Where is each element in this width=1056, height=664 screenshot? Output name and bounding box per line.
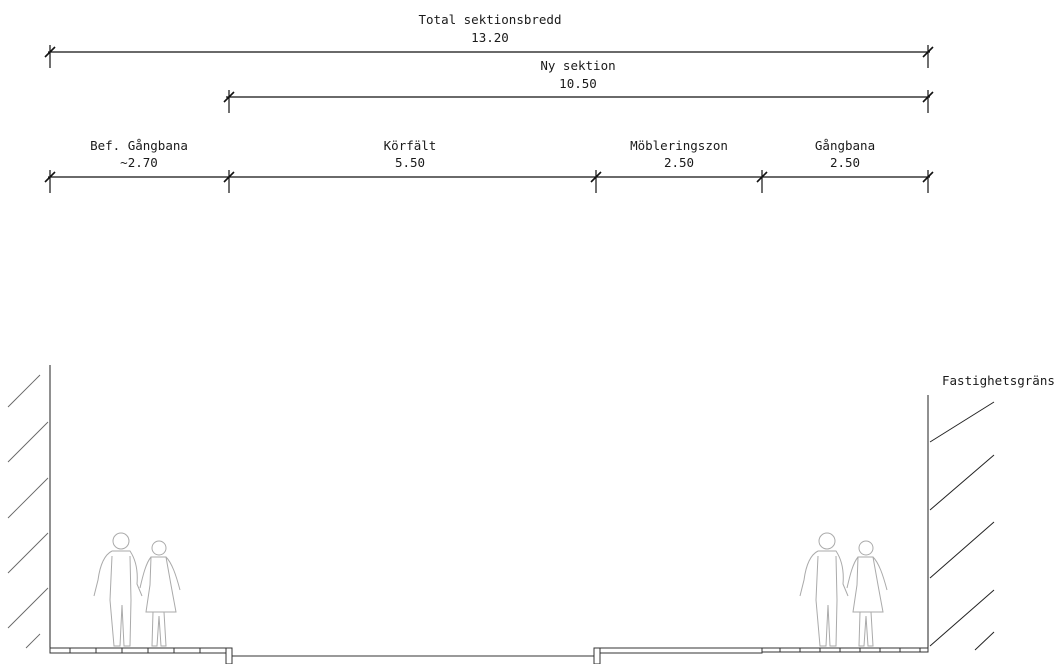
dimension-new-section: Ny sektion 10.50 — [223, 58, 934, 113]
dimension-total-tick-right — [922, 46, 934, 58]
dimension-new-section-tick-left — [223, 91, 235, 103]
dimension-total-value: 13.20 — [471, 30, 509, 45]
dimension-total-title: Total sektionsbredd — [419, 12, 562, 27]
person-figure — [846, 540, 888, 647]
dimension-new-section-title: Ny sektion — [540, 58, 615, 73]
right-hatch-line — [929, 454, 995, 511]
furnishing-zone-slab — [599, 647, 763, 654]
left-hatch-line — [25, 633, 41, 649]
right-hatch-line — [929, 521, 995, 579]
pedestrians-left — [93, 532, 181, 647]
segment-gangbana-title: Gångbana — [815, 138, 875, 153]
segment-korfalt-title: Körfält — [384, 138, 437, 153]
right-hatch-line — [929, 401, 995, 443]
segment-tick-2 — [223, 171, 235, 183]
dimension-total-tick-left — [44, 46, 56, 58]
left-building-facade — [7, 365, 51, 649]
property-boundary-label: Fastighetsgräns — [942, 373, 1055, 388]
right-hatch-line — [974, 631, 995, 651]
segment-tick-3 — [590, 171, 602, 183]
segment-bef-gangbana-title: Bef. Gångbana — [90, 138, 188, 153]
left-curb — [225, 647, 233, 664]
segment-tick-1 — [44, 171, 56, 183]
left-hatch-line — [7, 477, 49, 519]
segment-korfalt-value: 5.50 — [395, 155, 425, 170]
person-figure — [93, 532, 143, 647]
street-surface — [49, 647, 929, 664]
segment-mobleringszon-title: Möbleringszon — [630, 138, 728, 153]
segment-tick-5 — [922, 171, 934, 183]
dimension-new-section-value: 10.50 — [559, 76, 597, 91]
person-figure — [139, 540, 181, 647]
left-hatch-line — [7, 587, 49, 629]
segment-bef-gangbana-value: ~2.70 — [120, 155, 158, 170]
pedestrians-right — [799, 532, 888, 647]
segment-gangbana-value: 2.50 — [830, 155, 860, 170]
person-figure — [799, 532, 849, 647]
dimension-total: Total sektionsbredd 13.20 — [44, 12, 934, 68]
right-curb — [593, 647, 601, 664]
right-property-facade: Fastighetsgräns — [927, 373, 1055, 651]
new-sidewalk-slab — [761, 647, 929, 653]
left-hatch-line — [7, 374, 41, 408]
right-hatch-line — [929, 589, 995, 647]
left-hatch-line — [7, 421, 49, 463]
segment-tick-4 — [756, 171, 768, 183]
dimension-segments: Bef. Gångbana ~2.70 Körfält 5.50 Möbleri… — [44, 138, 934, 193]
left-hatch-line — [7, 532, 49, 574]
dimension-new-section-tick-right — [922, 91, 934, 103]
segment-mobleringszon-value: 2.50 — [664, 155, 694, 170]
